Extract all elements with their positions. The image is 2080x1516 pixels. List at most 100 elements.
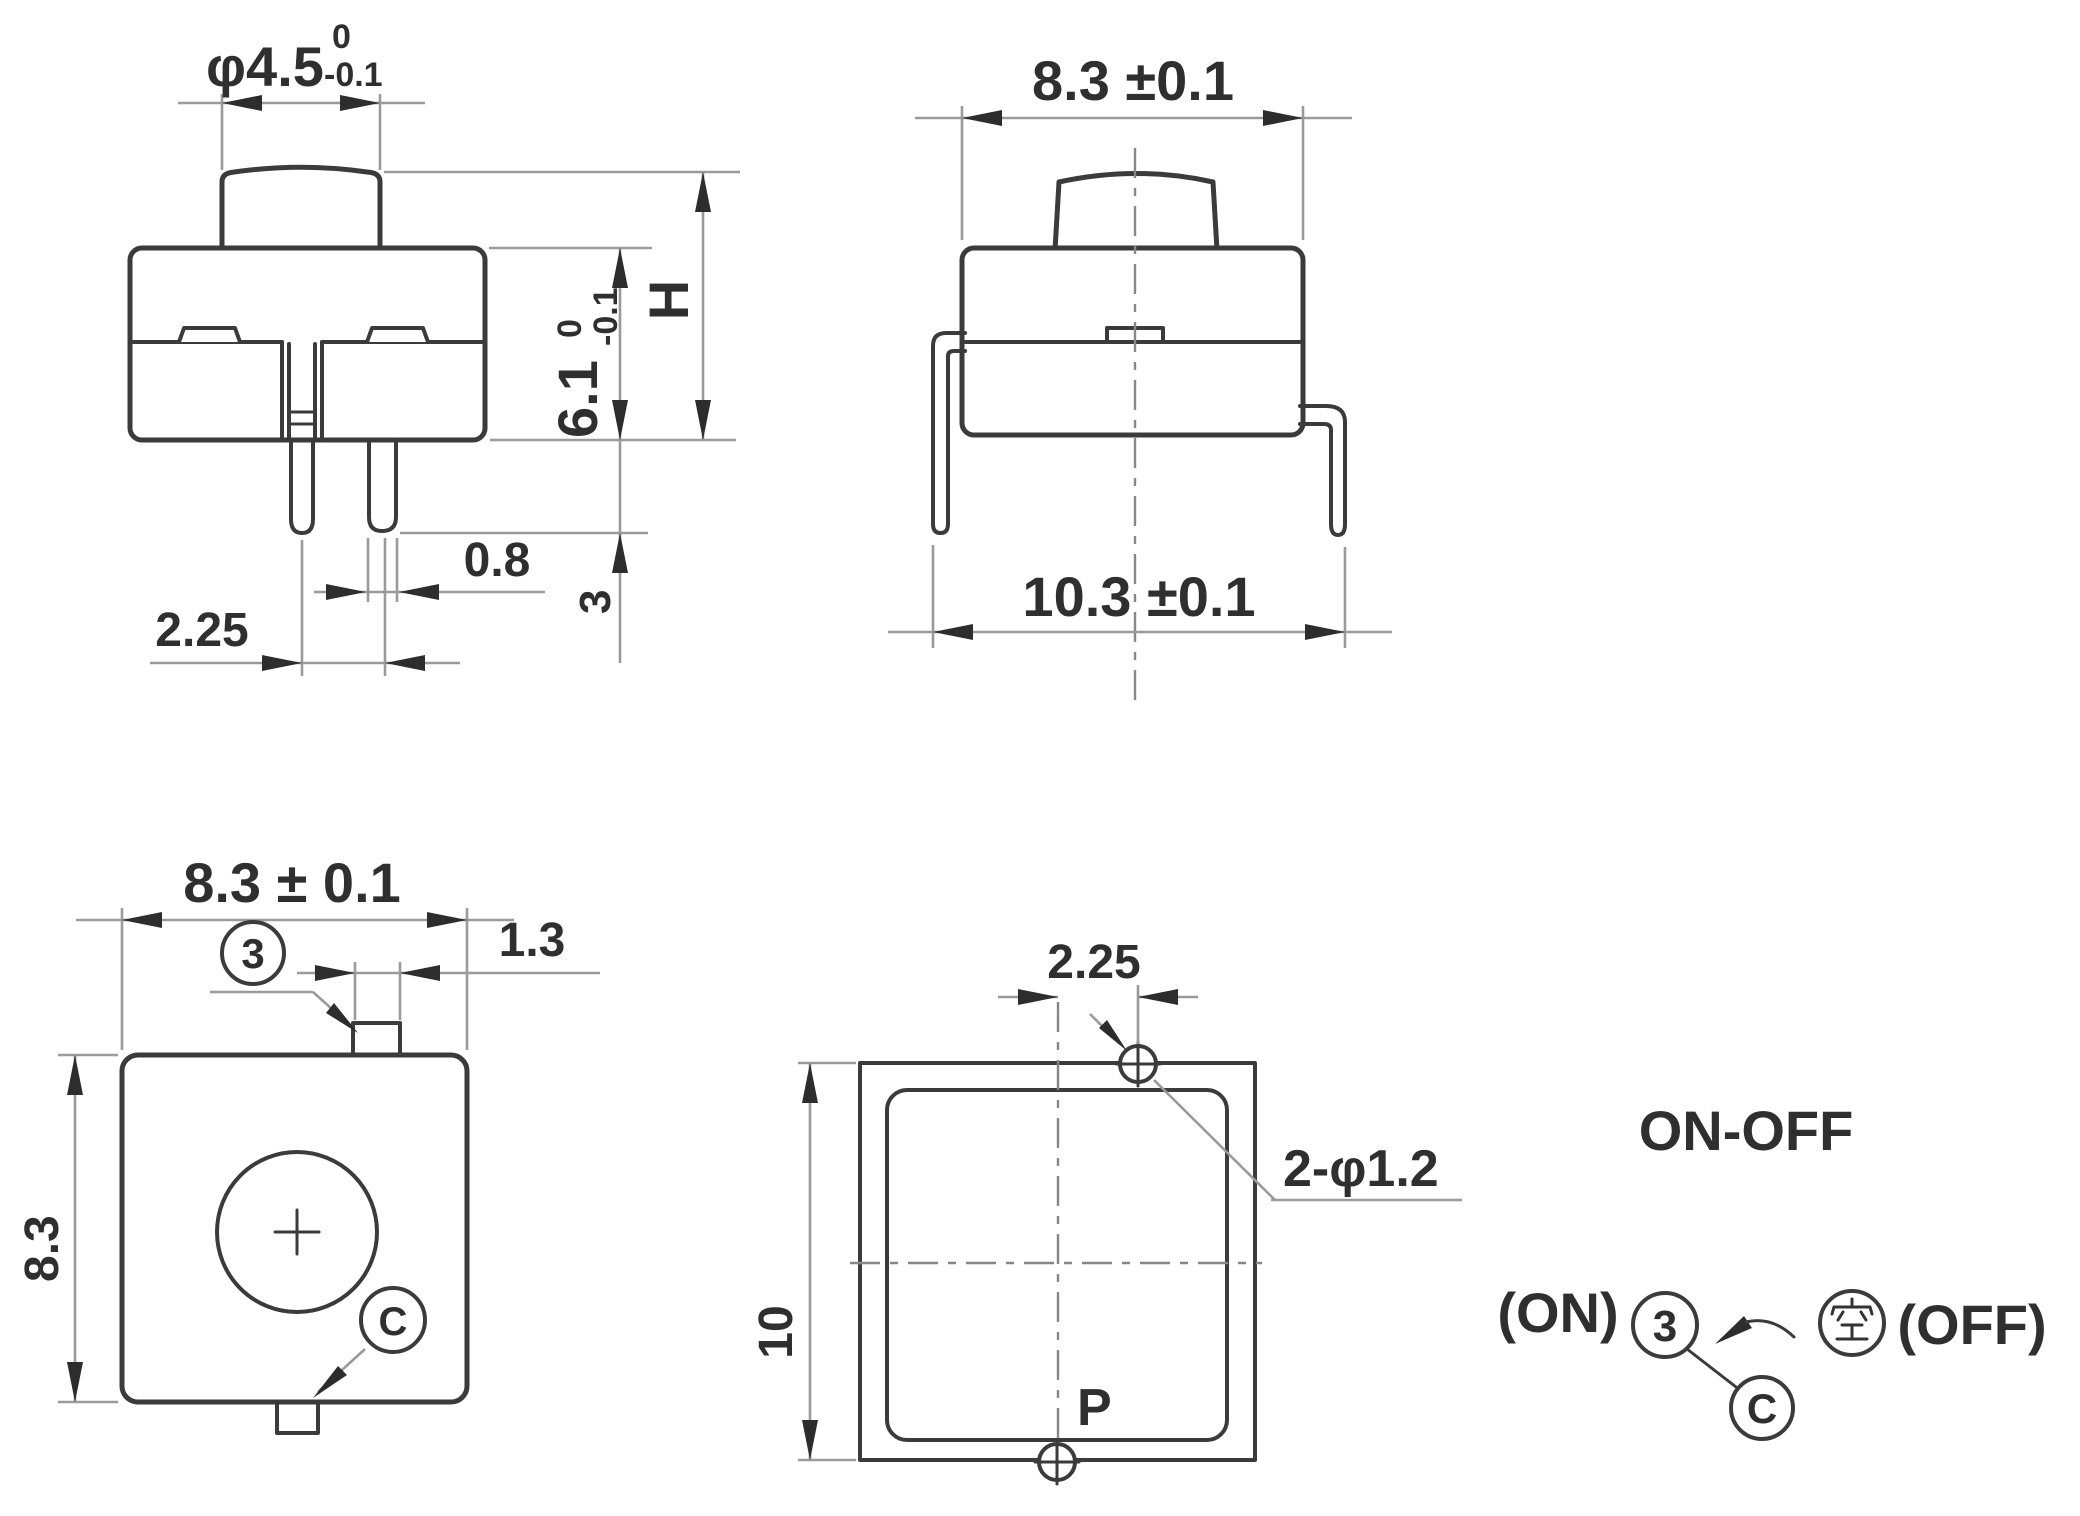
bottom-body-outline	[119, 1052, 470, 1405]
arrowhead	[315, 965, 355, 981]
board-size-value: 10	[750, 1305, 803, 1358]
body-height-value: 6.1	[546, 360, 609, 438]
arrowhead	[340, 95, 380, 111]
terminal3-balloon: 3	[210, 920, 358, 1033]
bottom-depth-value: 8.3	[16, 1215, 69, 1282]
terminal3-label: 3	[1653, 1302, 1677, 1351]
front-pin2-lead	[367, 438, 398, 533]
dim-tab-offset: 1.3	[297, 914, 600, 1020]
pin-width-value: 0.8	[464, 534, 531, 587]
dim-pin-pitch: 2.25	[150, 538, 460, 676]
balloon-circle	[359, 1286, 427, 1354]
dim-total-height: H	[384, 170, 740, 442]
front-pin1-lead	[289, 438, 315, 535]
pcb-view: 2.25 2-φ1.2 10 P	[750, 936, 1462, 1486]
arrowhead	[962, 110, 1002, 126]
leader-line	[1153, 1079, 1276, 1201]
arrowhead	[385, 655, 425, 671]
total-height-label-group: H	[637, 280, 700, 320]
dim-hole-pitch: 2.25	[998, 936, 1198, 1044]
arrowhead	[802, 1420, 818, 1460]
front-latch-bump-left	[177, 326, 242, 344]
state-on-label: (ON)	[1497, 1281, 1618, 1344]
leader-arrowhead	[313, 1366, 347, 1398]
arrowhead	[802, 1063, 818, 1103]
bottom-stem-circle	[215, 1150, 379, 1314]
circuit-terminalC: C	[1729, 1375, 1795, 1441]
board-size-label-group: 10	[750, 1305, 803, 1358]
front-view: φ4.5 0 -0.1 H 6.1 0 -0.1	[127, 18, 740, 676]
arrowhead	[1305, 624, 1345, 640]
arrowhead	[695, 400, 711, 440]
side-body-width-value: 8.3 ±0.1	[1032, 49, 1234, 112]
knob-diameter-value: φ4.5	[206, 35, 324, 98]
empty-terminal-icon: 空	[1818, 1289, 1886, 1357]
dim-side-pin-span: 10.3 ±0.1	[888, 545, 1392, 648]
arrowhead	[1263, 110, 1303, 126]
bottom-width-value: 8.3 ± 0.1	[183, 851, 401, 914]
dim-pin-length: 3	[400, 440, 648, 663]
arrowhead	[262, 655, 302, 671]
arrowhead	[326, 584, 366, 600]
arrowhead	[1018, 989, 1058, 1005]
point-p-label: P	[1077, 1379, 1112, 1437]
bottom-view: 8.3 ± 0.1 3 1.3 8.3	[16, 851, 600, 1435]
leader-arrowhead	[326, 1003, 358, 1033]
kong-character-strokes	[1830, 1297, 1874, 1341]
front-knob-outline	[219, 164, 383, 253]
arrowhead	[1138, 989, 1178, 1005]
side-pin-span-value: 10.3 ±0.1	[1022, 565, 1255, 628]
side-pin-front-lead	[931, 331, 967, 535]
pin-length-label-group: 3	[571, 590, 620, 614]
arrowhead	[612, 248, 628, 288]
arrowhead	[427, 912, 467, 928]
hole-callout: 2-φ1.2	[1089, 1013, 1462, 1202]
knob-tolerance-lower: -0.1	[324, 56, 383, 94]
side-pin-rear-lead	[1298, 404, 1347, 537]
bottom-tab-terminal3	[351, 1021, 402, 1057]
tab-offset-value: 1.3	[499, 914, 566, 967]
arrowhead	[612, 400, 628, 440]
circuit-title: ON-OFF	[1639, 1099, 1854, 1162]
lever-arrowhead	[1715, 1316, 1752, 1344]
hole-callout-value: 2-φ1.2	[1283, 1140, 1439, 1198]
arrowhead	[399, 584, 439, 600]
terminalC-label: C	[1747, 1385, 1777, 1432]
switch-lever	[1715, 1316, 1796, 1344]
contact-link-line	[1685, 1347, 1738, 1389]
arrowhead	[222, 95, 262, 111]
terminalC-balloon: C	[313, 1286, 427, 1398]
bottom-tab-terminalC	[275, 1400, 320, 1435]
total-height-value: H	[637, 280, 700, 320]
body-height-tolerance-upper: 0	[551, 319, 589, 338]
dim-board-size: 10	[750, 1061, 856, 1462]
terminal-circle	[1631, 1291, 1699, 1359]
terminal-circle	[1818, 1289, 1886, 1357]
pin-length-value: 3	[571, 590, 620, 614]
circuit-view: ON-OFF (ON) (OFF) 3 C 空	[1497, 1099, 2047, 1441]
arrowhead	[67, 1055, 83, 1095]
dim-bottom-width: 8.3 ± 0.1	[76, 851, 514, 1050]
side-view: 8.3 ±0.1 10.3 ±0.1	[888, 49, 1392, 700]
arrowhead	[400, 965, 440, 981]
arrowhead	[122, 912, 162, 928]
balloon-circle	[220, 920, 286, 986]
terminal-circle	[1729, 1375, 1795, 1441]
state-off-label: (OFF)	[1897, 1293, 2046, 1356]
pin-pitch-value: 2.25	[155, 604, 248, 657]
dim-bottom-depth: 8.3	[16, 1053, 118, 1404]
body-height-tolerance-lower: -0.1	[587, 287, 625, 346]
circuit-terminal3: 3	[1631, 1291, 1699, 1359]
dim-pin-width: 0.8	[314, 534, 545, 602]
arrowhead	[612, 533, 628, 573]
hole-pitch-value: 2.25	[1047, 936, 1140, 989]
dim-side-body-width: 8.3 ±0.1	[915, 49, 1352, 240]
body-height-label-group: 6.1 0 -0.1	[546, 287, 625, 438]
dim-body-height: 6.1 0 -0.1	[489, 246, 652, 440]
arrowhead	[67, 1362, 83, 1402]
front-latch-bump-right	[365, 326, 430, 344]
bottom-depth-label-group: 8.3	[16, 1215, 69, 1282]
dim-knob-diameter: φ4.5 0 -0.1	[178, 18, 425, 170]
